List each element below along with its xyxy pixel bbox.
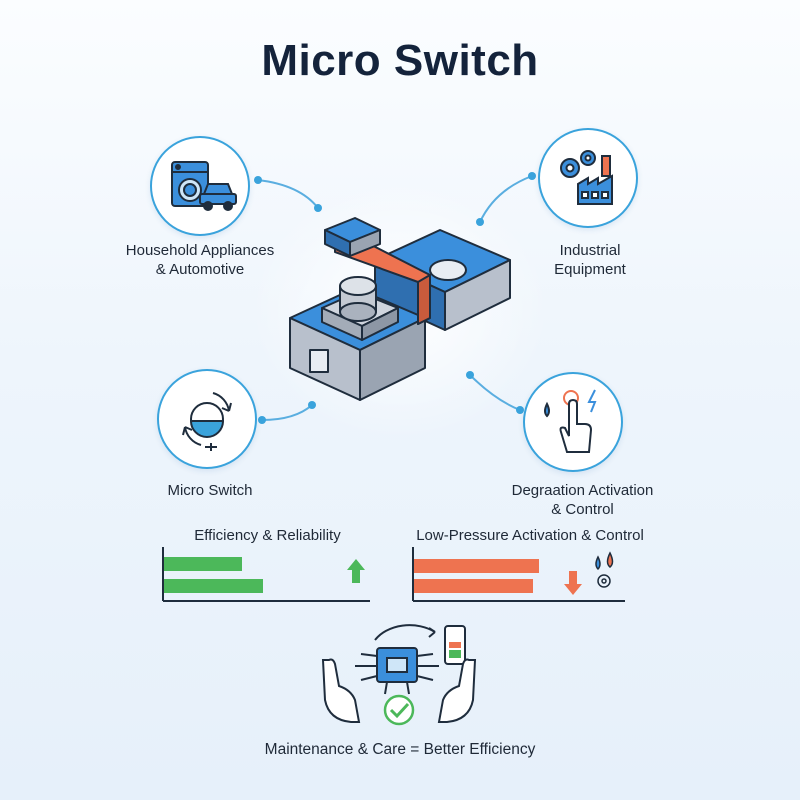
label-degradation-activation: Degraation Activation & Control [495, 481, 670, 519]
micro-switch-illustration [289, 217, 511, 401]
label-line: & Automotive [155, 261, 245, 278]
efficiency-bar [164, 557, 242, 571]
label-household-automotive: Household Appliances & Automotive [110, 241, 290, 279]
label-industrial-equipment: Industrial Equipment [520, 241, 660, 279]
cycle-switch-icon [182, 392, 232, 451]
connector-bottom-right [469, 374, 521, 411]
connector-dot [466, 371, 474, 379]
low-pressure-bars [412, 547, 625, 602]
label-line: Industrial [559, 242, 621, 259]
factory-gears-icon [560, 150, 613, 205]
household-automotive-badge [150, 136, 250, 236]
efficiency-title: Efficiency & Reliability [194, 527, 341, 544]
connector-dot [308, 401, 316, 409]
label-line: Household Appliances [125, 242, 275, 259]
connector-dot [258, 416, 266, 424]
low-pressure-bar [414, 559, 539, 573]
hands-chip-battery-icon [321, 624, 477, 726]
footer-caption: Maintenance & Care = Better Efficiency [264, 741, 536, 758]
washer-car-icon [171, 161, 237, 211]
label-line: Equipment [554, 261, 626, 278]
connector-dot [314, 204, 322, 212]
connector-dot [476, 218, 484, 226]
low-pressure-bar [414, 579, 533, 593]
label-micro-switch: Micro Switch [140, 481, 280, 500]
connector-dot [528, 172, 536, 180]
efficiency-bars [162, 547, 370, 602]
connector-dot [254, 176, 262, 184]
drops-gear-icon [595, 551, 614, 588]
up-arrow-icon [347, 559, 365, 583]
low-pressure-title: Low-Pressure Activation & Control [416, 527, 644, 544]
down-arrow-icon [564, 571, 582, 595]
degradation-activation-badge [523, 372, 623, 472]
connector-top-right [479, 175, 533, 223]
label-line: Degraation Activation [511, 482, 654, 499]
page-title: Micro Switch [261, 36, 539, 85]
hand-press-icon [544, 389, 597, 453]
label-line: Micro Switch [167, 482, 253, 499]
connector-dot [516, 406, 524, 414]
label-line: & Control [551, 501, 614, 518]
connector-top-left [257, 179, 319, 209]
efficiency-bar [164, 579, 263, 593]
industrial-equipment-badge [538, 128, 638, 228]
micro-switch-cycle-badge [157, 369, 257, 469]
